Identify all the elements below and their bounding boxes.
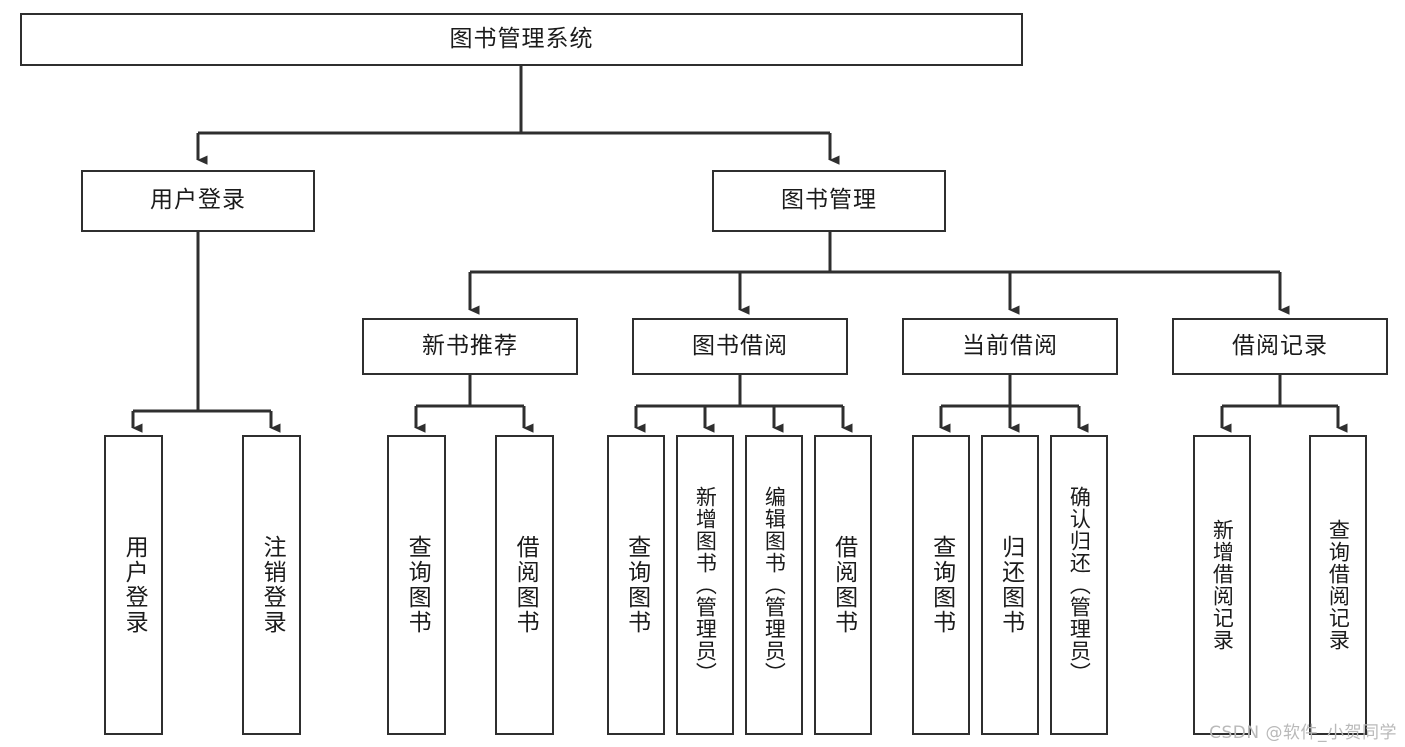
leaf-add-borrow-record[interactable]: 新增借阅记录	[1193, 435, 1251, 735]
node-book-management[interactable]: 图书管理	[712, 170, 946, 232]
node-root[interactable]: 图书管理系统	[20, 13, 1023, 66]
node-user-login[interactable]: 用户登录	[81, 170, 315, 232]
node-book-borrow-label: 图书借阅	[692, 332, 788, 359]
leaf-query-borrow-record-label: 查询借阅记录	[1326, 519, 1351, 651]
node-root-label: 图书管理系统	[449, 25, 594, 52]
csdn-watermark: CSDN @软件_小贺同学	[1209, 723, 1397, 743]
leaf-borrow-book-borrow-label: 借阅图书	[830, 535, 857, 635]
leaf-logout-label: 注销登录	[259, 535, 286, 635]
leaf-borrow-book-borrow[interactable]: 借阅图书	[814, 435, 872, 735]
leaf-query-book-borrow[interactable]: 查询图书	[607, 435, 665, 735]
node-book-borrow[interactable]: 图书借阅	[632, 318, 848, 375]
node-current-borrow-label: 当前借阅	[962, 332, 1058, 359]
leaf-add-book-admin-label: 新增图书（管理员）	[693, 486, 718, 684]
leaf-confirm-return-admin[interactable]: 确认归还（管理员）	[1050, 435, 1108, 735]
leaf-query-borrow-record[interactable]: 查询借阅记录	[1309, 435, 1367, 735]
leaf-borrow-book-newbook[interactable]: 借阅图书	[495, 435, 554, 735]
leaf-query-book-newbook-label: 查询图书	[404, 535, 431, 635]
leaf-user-login-label: 用户登录	[121, 535, 148, 635]
node-new-book-recommend-label: 新书推荐	[422, 332, 518, 359]
leaf-query-book-newbook[interactable]: 查询图书	[387, 435, 446, 735]
node-current-borrow[interactable]: 当前借阅	[902, 318, 1118, 375]
leaf-edit-book-admin-label: 编辑图书（管理员）	[762, 486, 787, 684]
leaf-return-book-label: 归还图书	[997, 535, 1024, 635]
node-borrow-records[interactable]: 借阅记录	[1172, 318, 1388, 375]
leaf-query-book-current-label: 查询图书	[928, 535, 955, 635]
node-new-book-recommend[interactable]: 新书推荐	[362, 318, 578, 375]
leaf-edit-book-admin[interactable]: 编辑图书（管理员）	[745, 435, 803, 735]
node-book-management-label: 图书管理	[781, 187, 877, 214]
node-user-login-label: 用户登录	[150, 187, 246, 214]
leaf-query-book-borrow-label: 查询图书	[623, 535, 650, 635]
leaf-confirm-return-admin-label: 确认归还（管理员）	[1067, 486, 1092, 684]
leaf-user-login[interactable]: 用户登录	[104, 435, 163, 735]
leaf-add-book-admin[interactable]: 新增图书（管理员）	[676, 435, 734, 735]
leaf-return-book[interactable]: 归还图书	[981, 435, 1039, 735]
leaf-logout[interactable]: 注销登录	[242, 435, 301, 735]
leaf-query-book-current[interactable]: 查询图书	[912, 435, 970, 735]
node-borrow-records-label: 借阅记录	[1232, 332, 1328, 359]
leaf-add-borrow-record-label: 新增借阅记录	[1210, 519, 1235, 651]
leaf-borrow-book-newbook-label: 借阅图书	[512, 535, 539, 635]
